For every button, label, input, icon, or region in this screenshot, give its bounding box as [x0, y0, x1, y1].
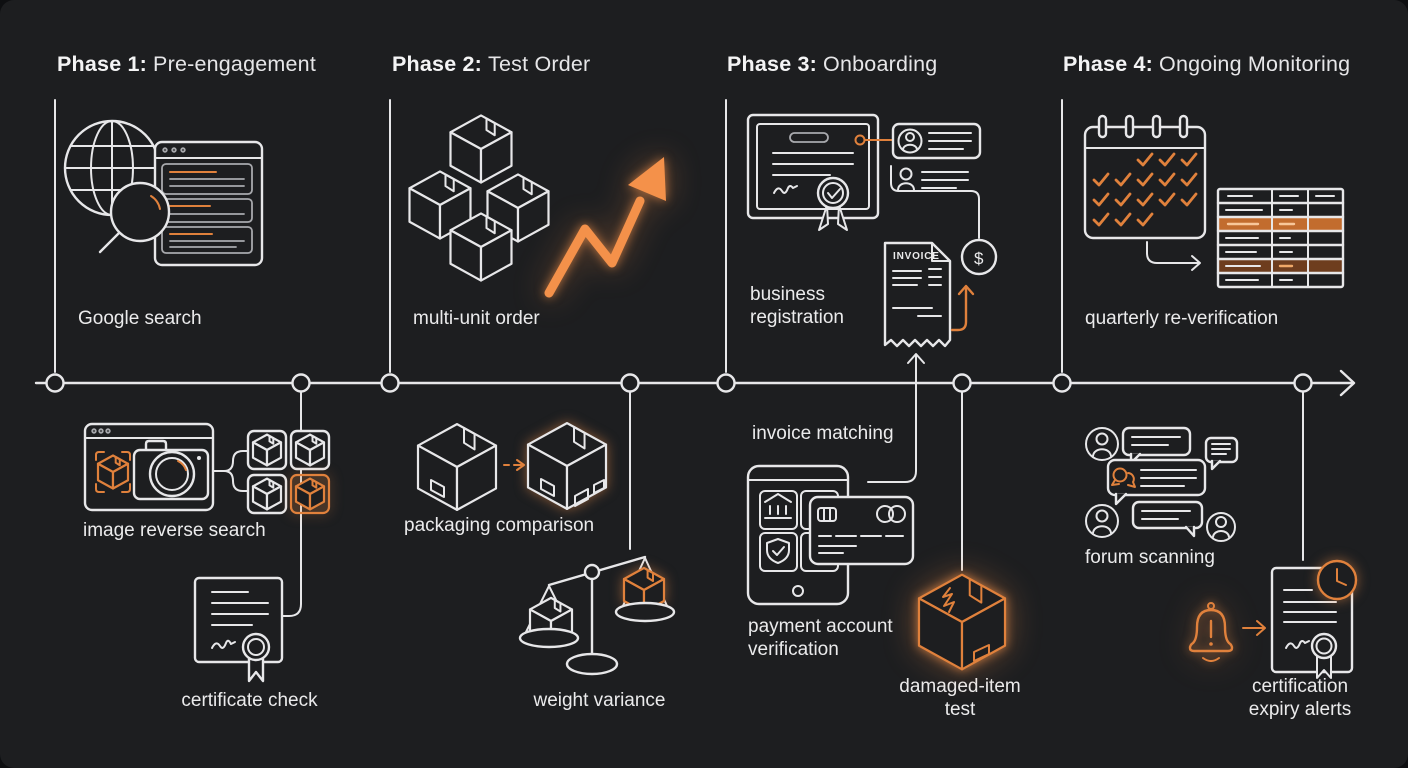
label-weight-variance: weight variance [533, 690, 666, 711]
label-certification-expiry-alerts: certification expiry alerts [1248, 676, 1352, 721]
signature-icon [773, 185, 798, 194]
elbow-arrow-icon [1146, 241, 1201, 271]
up-arrowhead-icon [907, 353, 925, 364]
label-forum-scanning: forum scanning [1085, 547, 1215, 568]
clock-icon [1316, 559, 1358, 601]
crack-icon [942, 587, 955, 613]
avatar-icon [1085, 504, 1119, 538]
timeline-node [620, 373, 640, 393]
certificate-check-icon [193, 576, 284, 683]
packaging-comparison-icon [418, 423, 606, 510]
timeline-node [1052, 373, 1072, 393]
camera-icon [132, 439, 210, 501]
timeline-node [45, 373, 65, 393]
dollar-sign: $ [974, 249, 984, 268]
chat-bubble [1131, 500, 1204, 538]
bank-icon [764, 493, 792, 519]
label-packaging-comparison: packaging comparison [404, 515, 595, 536]
timeline-node [716, 373, 736, 393]
id-card-icon [891, 122, 982, 160]
phase-2-header: Phase 2:Test Order [392, 52, 590, 77]
connector-lines [282, 353, 1304, 617]
phase-separator-lines [54, 99, 1063, 373]
business-certificate-icon [746, 113, 880, 231]
label-multi-unit-order: multi-unit order [413, 308, 540, 329]
phase-2-name: Test Order [488, 52, 591, 76]
ribbon-icon [1316, 653, 1332, 679]
person-entry-icon [897, 167, 969, 191]
label-quarterly-reverification: quarterly re-verification [1085, 308, 1279, 329]
label-google-search: Google search [78, 308, 202, 329]
check-icon [827, 188, 841, 199]
ribbon-icon [837, 204, 848, 231]
label-payment-account-verification: payment account verification [748, 616, 893, 661]
image-reverse-search-icon [83, 422, 331, 515]
rosette-seal-icon [241, 632, 271, 683]
phase-4-name: Ongoing Monitoring [1159, 52, 1351, 76]
weight-variance-icon [518, 555, 676, 676]
trend-arrow-icon [544, 157, 666, 298]
avatar-icon [1206, 512, 1236, 542]
right-arrow-icon [1242, 620, 1266, 636]
timeline-node [1293, 373, 1313, 393]
search-result-tiles [246, 429, 331, 515]
invoice-title: INVOICE [893, 251, 940, 262]
signature-icon [211, 639, 236, 649]
invoice-icon: INVOICE [883, 241, 952, 348]
label-business-registration: business registration [750, 284, 844, 329]
report-table-icon [1216, 187, 1345, 289]
timeline-arrowhead-icon [1339, 369, 1356, 397]
signature-icon [1285, 640, 1310, 649]
avatar-icon [1085, 427, 1119, 461]
timeline [34, 369, 1356, 397]
forum-scanning-icon [1085, 426, 1239, 542]
phase-2-number: Phase 2: [392, 52, 483, 76]
phase-1-header: Phase 1:Pre-engagement [57, 52, 316, 77]
phase-1-number: Phase 1: [57, 52, 148, 76]
fork-connector [212, 450, 248, 492]
phase-3-number: Phase 3: [727, 52, 818, 76]
phase-3-header: Phase 3:Onboarding [727, 52, 937, 77]
calendar-icon [1083, 114, 1207, 240]
business-registration-icon: $ INVOICE [746, 113, 998, 348]
shield-check-icon [766, 538, 790, 564]
magnifier-icon [98, 181, 171, 254]
timeline-node [952, 373, 972, 393]
timeline-node [380, 373, 400, 393]
phase-4-number: Phase 4: [1063, 52, 1154, 76]
expiry-certificate-icon [1270, 559, 1358, 679]
alert-bell-icon [1188, 602, 1234, 662]
chat-bubble-highlight [1106, 458, 1207, 506]
google-search-icon [63, 119, 264, 267]
payment-account-verification-icon [746, 464, 915, 606]
quarterly-reverification-icon [1083, 114, 1345, 289]
label-certificate-check: certificate check [181, 690, 318, 711]
to-dollar-connector [890, 165, 980, 239]
phase-4-header: Phase 4:Ongoing Monitoring [1063, 52, 1350, 77]
label-image-reverse-search: image reverse search [83, 520, 266, 541]
phase-1-name: Pre-engagement [153, 52, 317, 76]
phase-3-name: Onboarding [823, 52, 938, 76]
invoice-matching-connector [867, 355, 917, 483]
chat-pair-icon [1111, 467, 1136, 488]
credit-card-icon [808, 495, 915, 566]
chat-bubble [1121, 426, 1192, 465]
compare-arrow-icon [503, 459, 525, 471]
orange-link-connector [854, 134, 894, 146]
focus-brackets-icon [95, 451, 131, 493]
label-invoice-matching: invoice matching [752, 423, 894, 444]
dollar-circle-icon: $ [960, 238, 998, 276]
multi-unit-order-icon [410, 115, 549, 280]
damaged-item-test-icon [919, 575, 1005, 670]
orange-up-arrow-icon [950, 284, 975, 332]
timeline-node [291, 373, 311, 393]
label-damaged-item-test: damaged-item test [899, 676, 1021, 721]
certification-expiry-alerts-icon [1188, 559, 1358, 679]
ribbon-icon [818, 204, 829, 231]
browser-window-icon [153, 140, 264, 267]
small-chat-bubble [1204, 436, 1239, 471]
